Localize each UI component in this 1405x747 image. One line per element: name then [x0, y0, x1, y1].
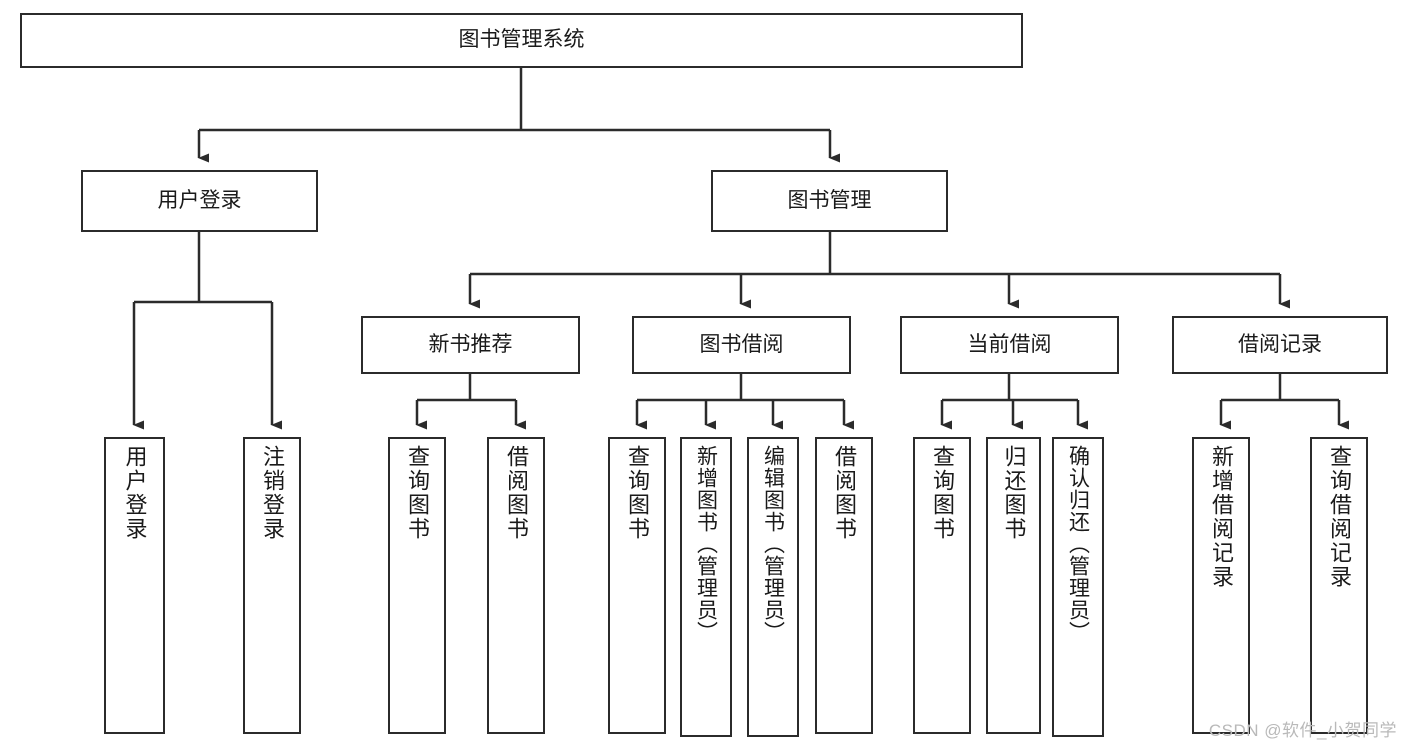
node-book-manage-label: 图书管理 — [787, 188, 872, 212]
leaf-query-book-3-label: 查询图书 — [930, 445, 955, 541]
leaf-borrow-book-2-label: 借阅图书 — [832, 445, 857, 541]
leaf-query-borrow-record[interactable]: 查询借阅记录 — [1310, 437, 1368, 734]
node-current-borrow-label: 当前借阅 — [967, 332, 1052, 356]
node-new-book-recommend-label: 新书推荐 — [428, 332, 513, 356]
leaf-borrow-book-2[interactable]: 借阅图书 — [815, 437, 873, 734]
leaf-add-book[interactable]: 新增图书（管理员） — [680, 437, 732, 737]
node-user-login[interactable]: 用户登录 — [81, 170, 318, 232]
leaf-borrow-book-1-label: 借阅图书 — [504, 445, 529, 541]
leaf-user-login[interactable]: 用户登录 — [104, 437, 165, 734]
leaf-edit-book-label: 编辑图书（管理员） — [761, 445, 785, 643]
leaf-add-book-label: 新增图书（管理员） — [694, 445, 718, 643]
node-current-borrow[interactable]: 当前借阅 — [900, 316, 1119, 374]
leaf-borrow-book-1[interactable]: 借阅图书 — [487, 437, 545, 734]
leaf-return-book-label: 归还图书 — [1001, 445, 1027, 541]
node-borrow-record[interactable]: 借阅记录 — [1172, 316, 1388, 374]
node-user-login-label: 用户登录 — [157, 188, 242, 212]
leaf-query-book-1-label: 查询图书 — [405, 445, 430, 541]
leaf-logout-label: 注销登录 — [260, 445, 285, 541]
leaf-query-book-1[interactable]: 查询图书 — [388, 437, 446, 734]
leaf-confirm-return-label: 确认归还（管理员） — [1066, 445, 1090, 643]
leaf-user-login-label: 用户登录 — [122, 445, 148, 541]
leaf-edit-book[interactable]: 编辑图书（管理员） — [747, 437, 799, 737]
node-book-borrow-label: 图书借阅 — [699, 332, 784, 356]
leaf-query-book-2-label: 查询图书 — [625, 445, 650, 541]
leaf-logout[interactable]: 注销登录 — [243, 437, 301, 734]
node-root[interactable]: 图书管理系统 — [20, 13, 1023, 68]
leaf-query-book-3[interactable]: 查询图书 — [913, 437, 971, 734]
node-borrow-record-label: 借阅记录 — [1238, 332, 1322, 356]
leaf-add-borrow-record-label: 新增借阅记录 — [1209, 445, 1234, 589]
leaf-query-borrow-record-label: 查询借阅记录 — [1327, 445, 1352, 589]
node-book-manage[interactable]: 图书管理 — [711, 170, 948, 232]
node-root-label: 图书管理系统 — [458, 28, 585, 52]
node-new-book-recommend[interactable]: 新书推荐 — [361, 316, 580, 374]
leaf-return-book[interactable]: 归还图书 — [986, 437, 1041, 734]
leaf-query-book-2[interactable]: 查询图书 — [608, 437, 666, 734]
node-book-borrow[interactable]: 图书借阅 — [632, 316, 851, 374]
leaf-confirm-return[interactable]: 确认归还（管理员） — [1052, 437, 1104, 737]
leaf-add-borrow-record[interactable]: 新增借阅记录 — [1192, 437, 1250, 734]
csdn-watermark: CSDN @软件_小贺同学 — [1208, 721, 1397, 740]
